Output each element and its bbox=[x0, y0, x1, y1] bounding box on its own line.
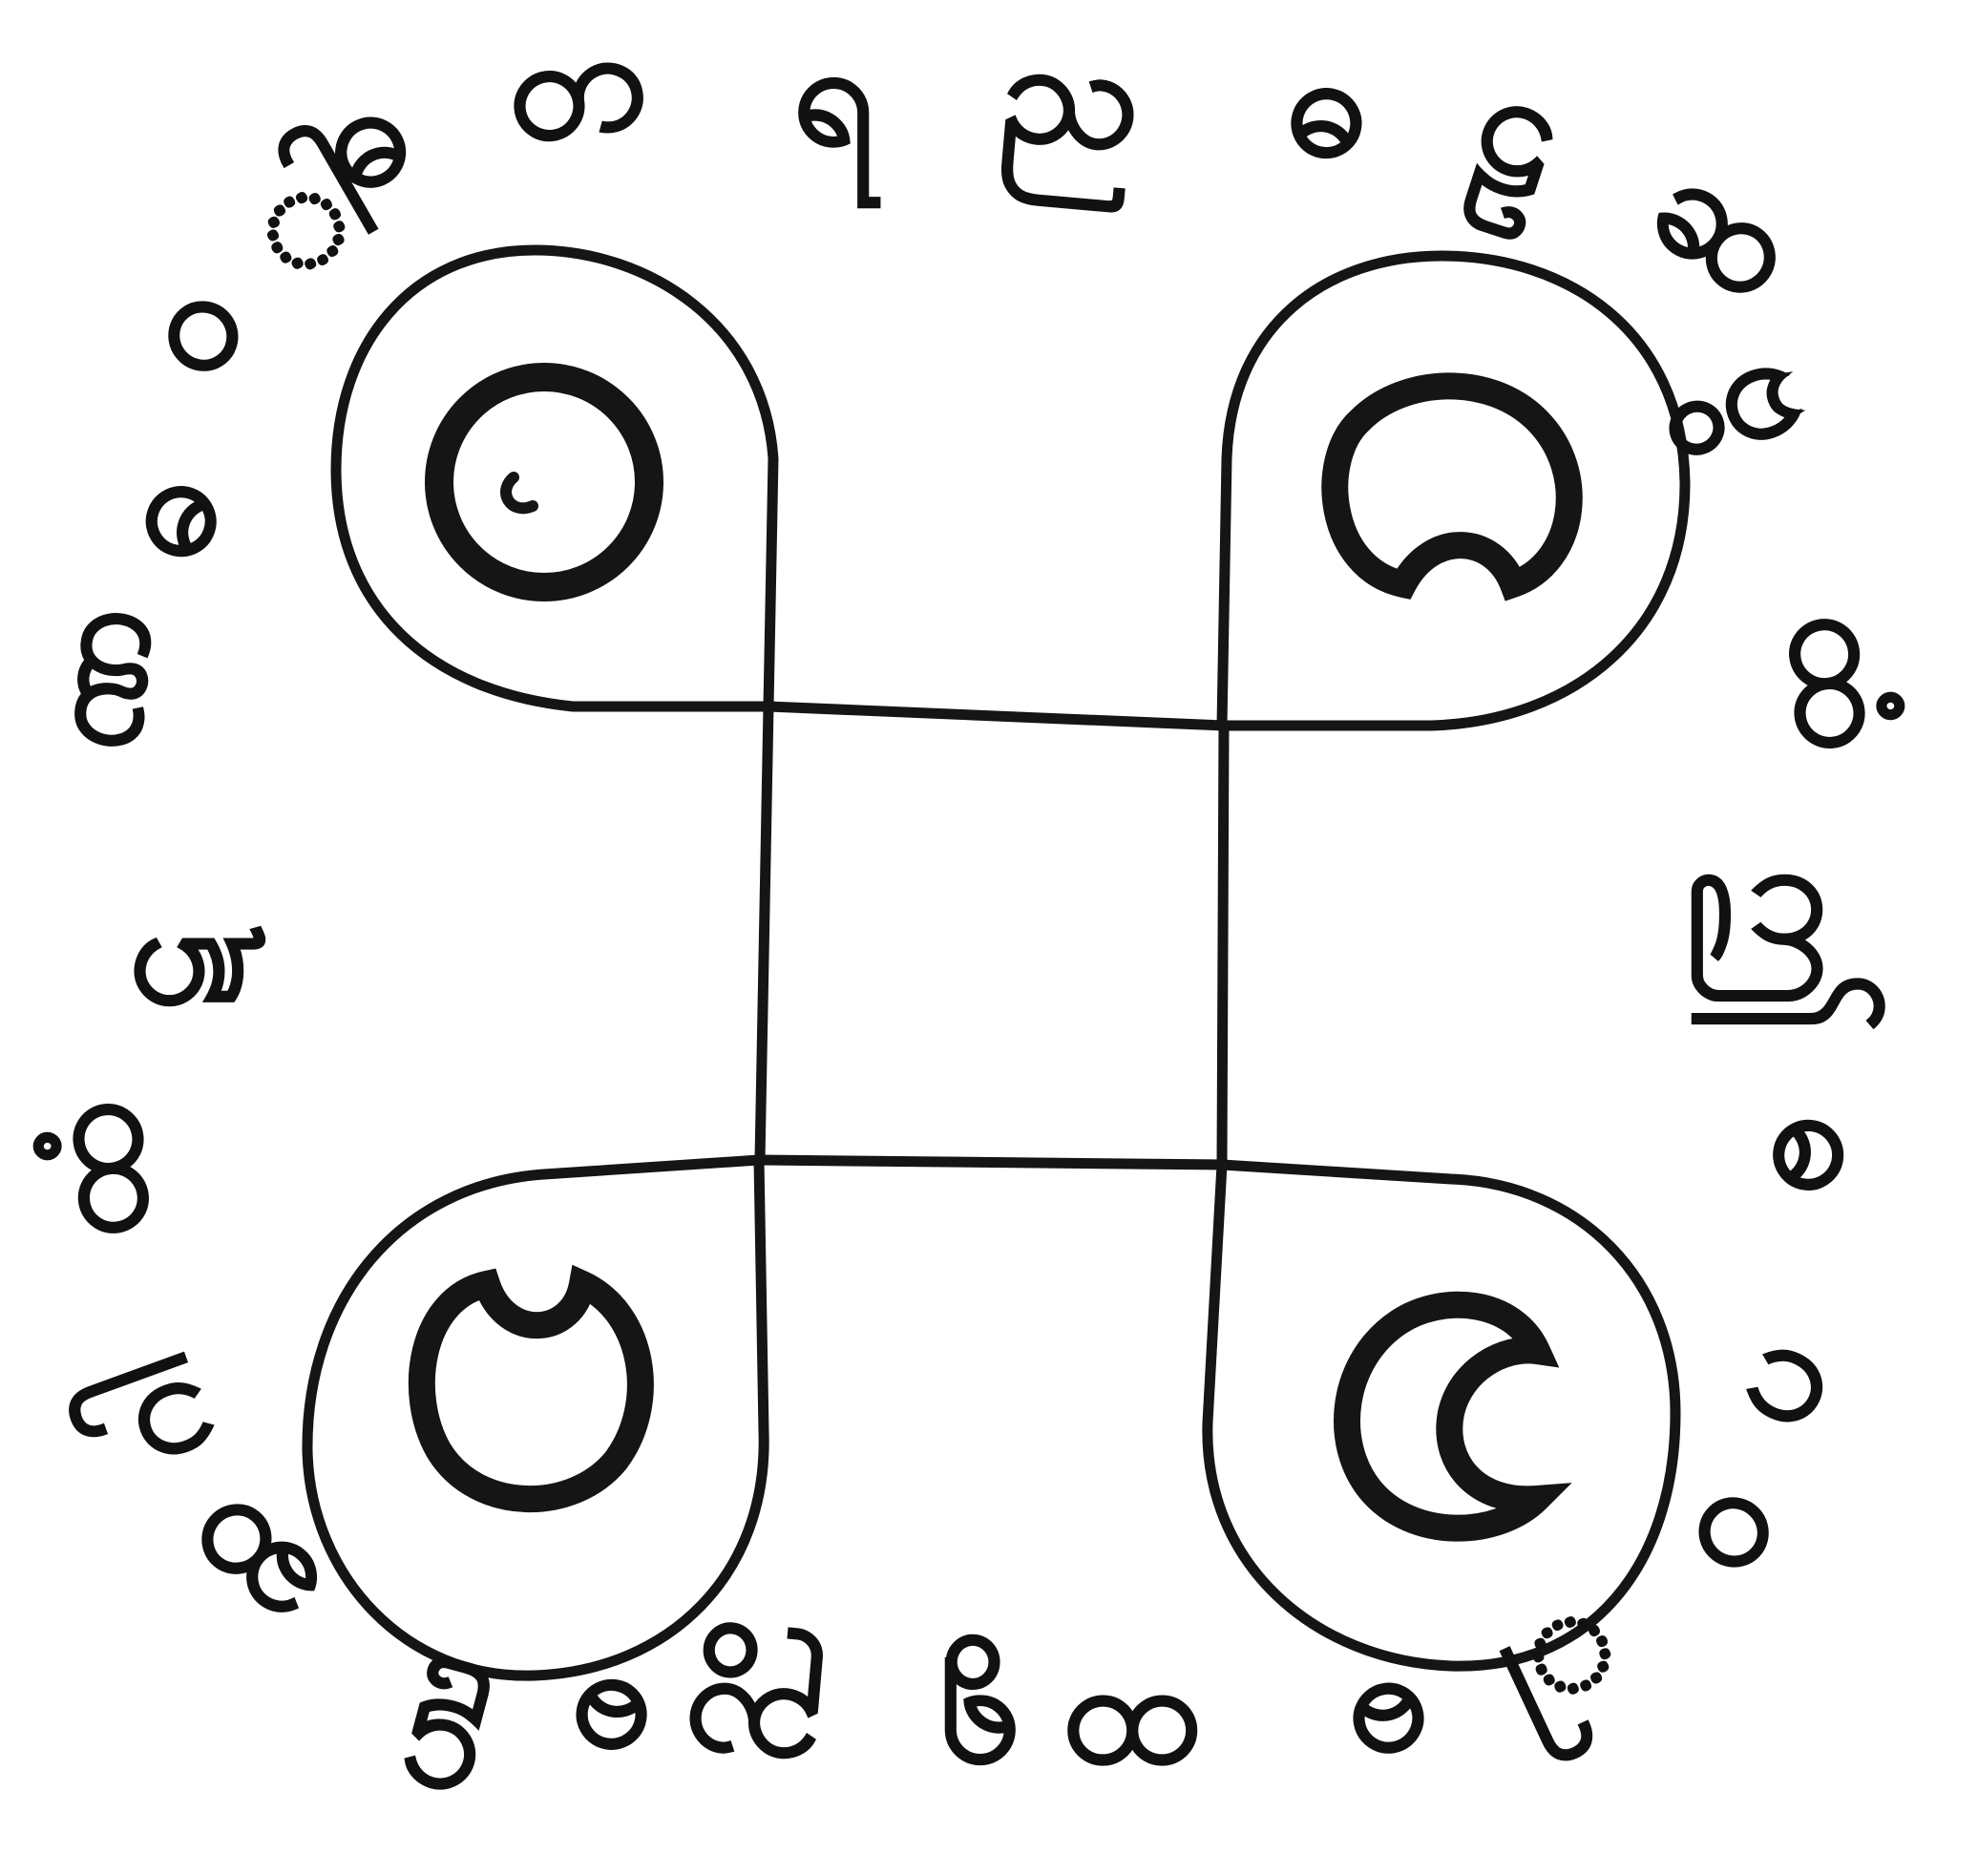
corner-symbol-top-right bbox=[1335, 386, 1568, 584]
center-square-right-edge bbox=[1222, 726, 1224, 1165]
outer-glyph-top-4: တ bbox=[494, 0, 656, 177]
outer-glyph-right-1: ဆ bbox=[1623, 119, 1832, 335]
outer-glyph-right-5: ဓ bbox=[1739, 1109, 1912, 1204]
outer-glyph-left-2: ဂါ bbox=[56, 1336, 249, 1492]
center-square-top-edge bbox=[768, 706, 1224, 726]
outer-glyph-top-5: ရ bbox=[792, 11, 880, 209]
outer-glyph-right-6: ဂ bbox=[1711, 1322, 1896, 1466]
outer-glyph-top-6: ည bbox=[993, 6, 1148, 215]
center-square-bottom-edge bbox=[760, 1160, 1222, 1165]
outer-glyph-bottom-1: ါ bbox=[1481, 1576, 1653, 1775]
outer-glyph-left-1: ဆ bbox=[141, 1463, 354, 1679]
corner-symbol-bottom-right bbox=[1347, 1305, 1537, 1528]
outer-glyph-top-1: ဝ bbox=[108, 233, 276, 411]
loop-frame-top-right bbox=[1222, 256, 1685, 726]
center-square-left-edge bbox=[760, 706, 768, 1160]
loop-frame bbox=[336, 250, 773, 706]
outer-glyph-top-8: ဠ bbox=[1448, 33, 1587, 246]
outer-glyph-left-4: ဋ bbox=[69, 925, 266, 1012]
outer-glyph-bottom-5: ညွ bbox=[676, 1618, 831, 1827]
outer-glyph-right-4: ဤ bbox=[1691, 869, 1888, 1034]
loop-frame-bottom-left bbox=[307, 1160, 764, 1676]
outer-glyph-top-7: ဓ bbox=[1275, 17, 1383, 195]
outer-glyph-right-3: ထံ bbox=[1756, 604, 1933, 757]
outer-glyph-right-7: ဝ bbox=[1659, 1458, 1834, 1633]
outer-glyph-bottom-2: ဓ bbox=[1337, 1647, 1445, 1824]
outer-glyph-bottom-4: ရွ bbox=[939, 1634, 1021, 1831]
outer-glyph-left-5: ဏ bbox=[7, 599, 185, 757]
outer-glyph-left-6: ဓ bbox=[73, 449, 256, 581]
corner-symbol-bottom-left bbox=[422, 1284, 641, 1499]
outer-glyph-bottom-3: ထ bbox=[1064, 1665, 1203, 1831]
outer-glyph-left-3: ထံ bbox=[5, 1095, 182, 1248]
corner-symbol-top-left bbox=[439, 377, 649, 587]
outer-glyph-bottom-7: ဠ bbox=[375, 1650, 505, 1862]
